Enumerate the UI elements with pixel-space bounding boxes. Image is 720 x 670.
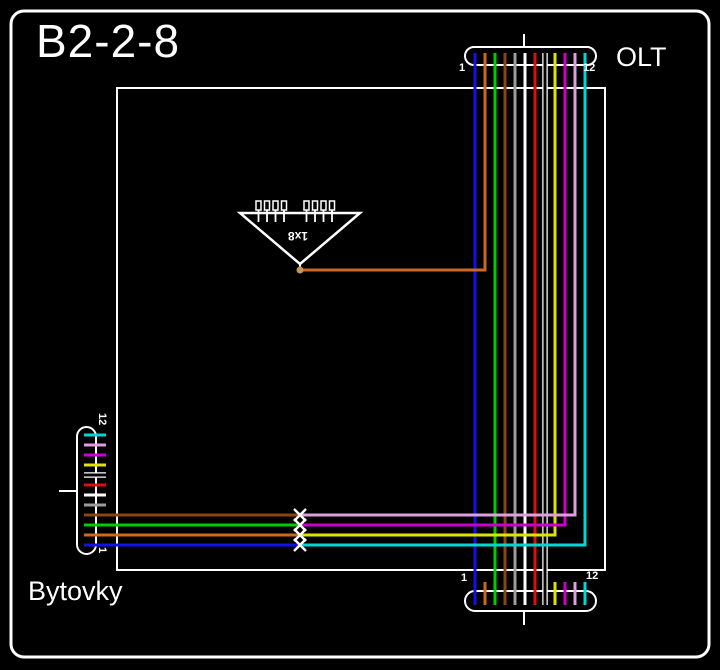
bytovky-label: Bytovky	[28, 576, 123, 606]
bytovky-pin-1-label: 1	[96, 547, 108, 554]
olt-pin-1-label: 1	[459, 62, 466, 74]
fiber-olt11-rose-to-splice	[300, 53, 577, 517]
olt-label: OLT	[616, 42, 667, 72]
splitter-triangle	[236, 211, 364, 266]
fiber-olt2-orange-to-splitter	[303, 53, 487, 272]
splitter-port-1	[255, 200, 262, 211]
drop-pin-12-label: 12	[586, 570, 599, 582]
splitter-port-8	[328, 200, 336, 211]
splice-x-mark-1	[293, 508, 307, 522]
splitter-port-3	[272, 200, 279, 211]
splitter-tail-dot	[296, 266, 304, 274]
splitter-port-7	[320, 200, 327, 211]
splice-x-mark-4	[293, 538, 307, 552]
splitter-ratio-label: 1x8	[287, 229, 309, 243]
inner-frame	[116, 87, 606, 571]
outer-border	[9, 9, 711, 659]
olt-pin-12-label: 12	[583, 62, 596, 74]
splitter-port-6	[311, 200, 319, 211]
splitter-port-4	[280, 200, 288, 211]
fiber-olt10-violet-to-splice	[300, 53, 567, 527]
page-title: B2-2-8	[36, 15, 181, 67]
splitter-port-2	[263, 200, 271, 211]
fiber-olt9-yellow-to-splice	[300, 53, 557, 537]
fiber-olt12-aqua-to-splice	[300, 53, 587, 547]
olt-connector-body	[464, 46, 597, 66]
drop-connector-body	[464, 590, 597, 612]
splice-x-mark-3	[293, 528, 307, 542]
bytovky-pin-12-label: 12	[96, 413, 108, 426]
splice-x-mark-2	[293, 518, 307, 532]
splitter-port-5	[303, 200, 310, 211]
drop-pin-1-label: 1	[461, 572, 468, 584]
